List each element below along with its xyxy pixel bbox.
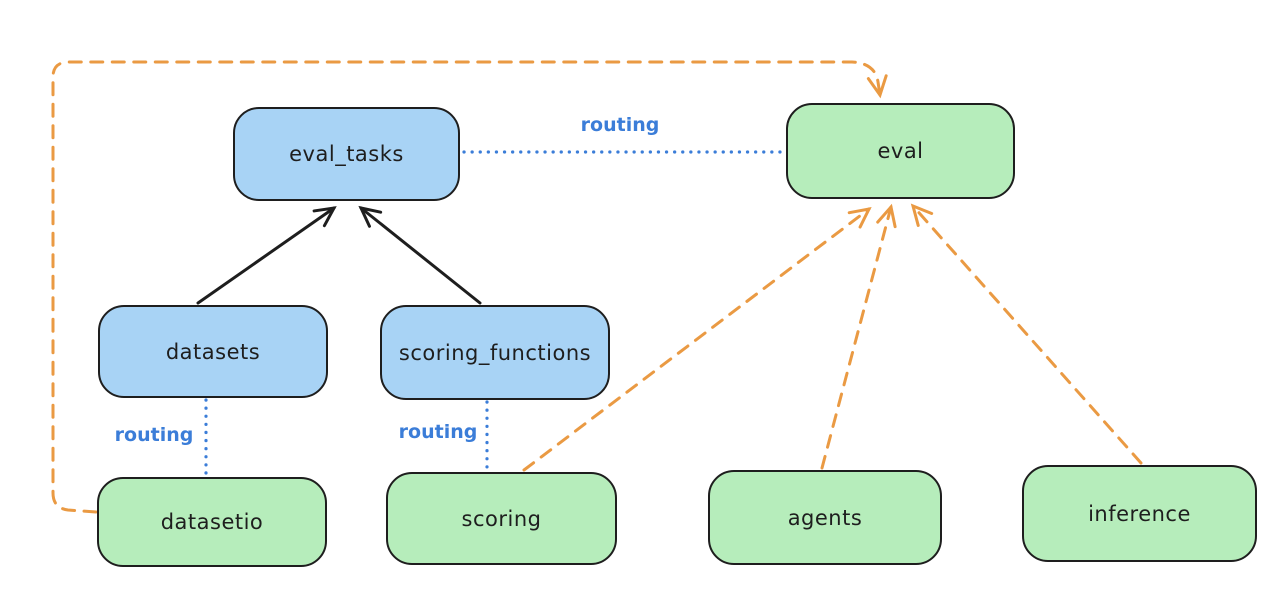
edge-scoring-functions-to-eval-tasks xyxy=(358,205,482,305)
node-agents: agents xyxy=(708,470,942,565)
edge-agents-to-eval xyxy=(820,203,897,470)
edge-label-routing-datasetio: routing xyxy=(114,424,194,446)
node-datasets: datasets xyxy=(98,305,328,398)
node-scoring: scoring xyxy=(386,472,617,565)
edge-datasets-to-eval-tasks xyxy=(196,206,337,305)
edge-label-routing-scoring: routing xyxy=(398,421,478,443)
node-scoring-functions-label: scoring_functions xyxy=(398,340,592,365)
node-inference-label: inference xyxy=(1088,501,1191,526)
edge-scoring-to-eval xyxy=(522,206,872,472)
node-datasetio: datasetio xyxy=(97,477,327,567)
node-eval-label: eval xyxy=(877,139,924,163)
node-scoring-label: scoring xyxy=(461,506,542,531)
node-agents-label: agents xyxy=(787,505,863,530)
node-inference: inference xyxy=(1022,465,1257,562)
node-datasetio-label: datasetio xyxy=(160,510,264,534)
edge-inference-to-eval xyxy=(910,203,1143,465)
node-scoring-functions: scoring_functions xyxy=(380,305,610,400)
node-eval-tasks: eval_tasks xyxy=(233,107,460,201)
edge-datasetio-to-eval xyxy=(51,60,888,514)
node-eval-tasks-label: eval_tasks xyxy=(289,142,404,166)
node-eval: eval xyxy=(786,103,1015,199)
node-datasets-label: datasets xyxy=(165,339,261,364)
edge-label-routing-top: routing xyxy=(580,114,660,136)
